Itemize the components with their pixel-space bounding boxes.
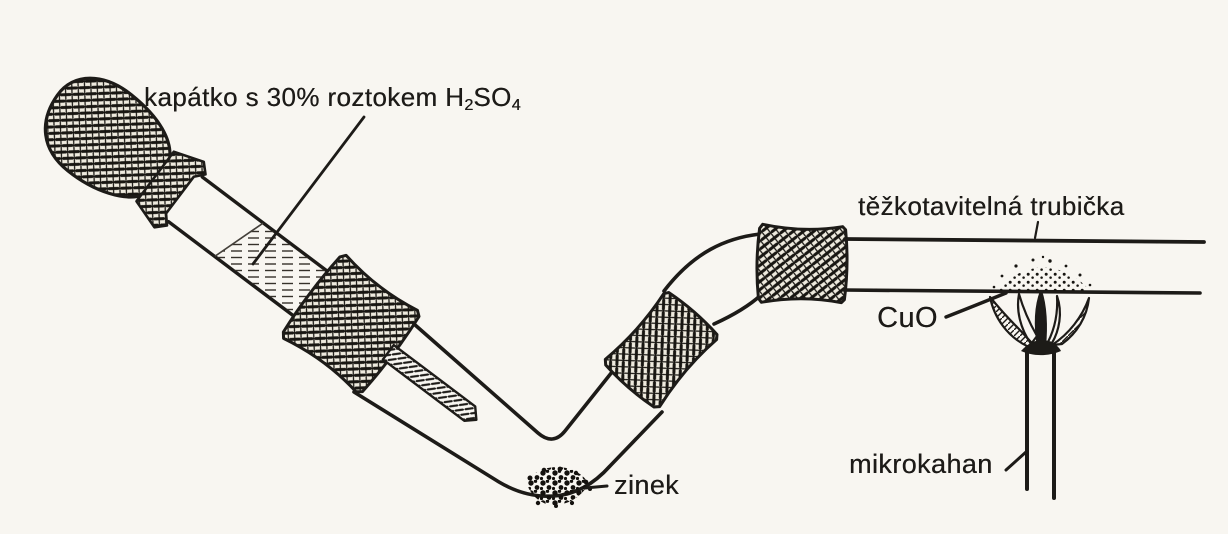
dropper-label-sub-2: 2 bbox=[464, 95, 474, 114]
reaction-tube-inner-wall bbox=[412, 322, 618, 441]
zinc-label-leader bbox=[583, 484, 609, 490]
burner-label-leader bbox=[1004, 450, 1028, 472]
dropper-label: kapátko s 30% roztokem H2SO4 bbox=[144, 84, 521, 113]
zinc-granules bbox=[526, 466, 592, 508]
dropper-assembly bbox=[43, 76, 478, 423]
solution-surface-line bbox=[214, 222, 264, 257]
dropper-label-text-a: kapátko s 30% roztokem H bbox=[144, 82, 465, 112]
dropper-tip bbox=[381, 343, 478, 423]
flame-tongue-left bbox=[1016, 292, 1039, 346]
bend-upper-wall bbox=[662, 232, 762, 293]
dropper-label-text-b: SO bbox=[473, 82, 512, 112]
flame-tongue-left-outer bbox=[988, 295, 1034, 349]
burner-flame bbox=[988, 290, 1091, 356]
copper-oxide-powder bbox=[992, 255, 1092, 291]
rubber-stopper-3 bbox=[755, 222, 849, 305]
dropper-label-sub-4: 4 bbox=[511, 95, 521, 114]
refractory-tube-lower-wall bbox=[842, 288, 1202, 295]
micro-burner bbox=[1025, 346, 1056, 500]
flame-base bbox=[1021, 340, 1061, 356]
dropper-collar bbox=[135, 150, 207, 229]
flame-tongue-right bbox=[1046, 294, 1062, 345]
flame-tongue-center bbox=[1034, 290, 1047, 348]
micro-burner-label: mikrokahan bbox=[849, 449, 993, 479]
bend-lower-wall bbox=[712, 293, 763, 326]
refractory-tube-label: těžkotavitelná trubička bbox=[858, 191, 1125, 221]
zinc-label: zinek bbox=[614, 470, 680, 500]
leader-lines bbox=[251, 115, 1040, 490]
cuo-label-leader bbox=[944, 291, 1008, 319]
rubber-stopper-2 bbox=[603, 291, 719, 409]
flame-tongue-right-outer bbox=[1050, 296, 1091, 347]
refractory-tube-upper-wall bbox=[843, 237, 1206, 244]
copper-oxide-label: CuO bbox=[877, 302, 938, 334]
stray-print-mark bbox=[1033, 220, 1040, 240]
dropper-label-leader bbox=[251, 115, 366, 266]
refractory-tube bbox=[842, 237, 1206, 295]
